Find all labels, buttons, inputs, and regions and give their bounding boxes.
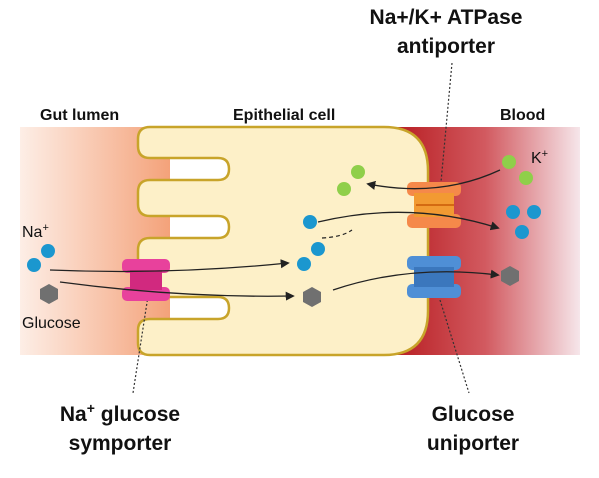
blood-label: Blood [500, 107, 545, 124]
potassium-import-arrow [366, 169, 501, 190]
uniporter-label-line2: uniporter [427, 432, 519, 455]
sodium-ion [311, 242, 325, 256]
sodium-ion [506, 205, 520, 219]
potassium-label: K+ [531, 148, 548, 167]
potassium-ion [519, 171, 533, 185]
uniporter-leader-line [439, 299, 470, 394]
potassium-ion [502, 155, 516, 169]
sodium-ion [27, 258, 41, 272]
gut-lumen-label: Gut lumen [40, 107, 119, 124]
atpase-label-line2: antiporter [397, 35, 495, 58]
glucose-export-arrow [332, 269, 500, 291]
symporter-label-line2: symporter [69, 432, 172, 455]
glucose-molecule [40, 284, 58, 304]
symporter-label-line1: Na+ glucose [60, 400, 180, 426]
symporter-leader-line [132, 295, 149, 394]
sodium-ion [527, 205, 541, 219]
potassium-ion [337, 182, 351, 196]
glucose-molecule [501, 266, 519, 286]
glucose-label: Glucose [22, 315, 81, 332]
uniporter-label-line1: Glucose [432, 403, 515, 426]
potassium-ion [351, 165, 365, 179]
uniporter-protein [407, 256, 461, 298]
glucose-molecule [303, 287, 321, 307]
sodium-ion [515, 225, 529, 239]
sodium-ion [303, 215, 317, 229]
sodium-pump-arrow [317, 211, 500, 231]
epithelial-cell [136, 125, 430, 357]
sodium-dashed-link [321, 229, 353, 239]
atpase-label-line1: Na+/K+ ATPase [370, 6, 523, 29]
sodium-entry-arrow [49, 259, 290, 273]
glucose-entry-arrow [59, 281, 295, 301]
sodium-ion [297, 257, 311, 271]
sodium-label: Na+ [22, 222, 49, 241]
epithelial-cell-label: Epithelial cell [233, 107, 335, 124]
sodium-ion [41, 244, 55, 258]
